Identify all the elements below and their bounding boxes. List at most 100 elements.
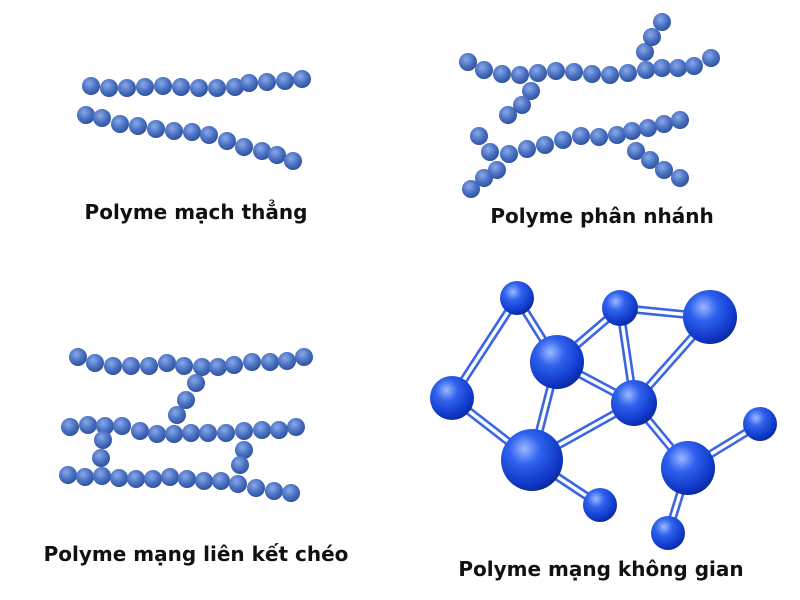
monomer-bead — [619, 64, 637, 82]
monomer-bead — [195, 472, 213, 490]
monomer-bead — [601, 66, 619, 84]
monomer-bead — [69, 348, 87, 366]
monomer-bead — [235, 138, 253, 156]
monomer-bead — [500, 145, 518, 163]
monomer-bead — [172, 78, 190, 96]
monomer-bead — [261, 353, 279, 371]
monomer-bead — [76, 468, 94, 486]
monomer-bead — [623, 122, 641, 140]
monomer-bead — [226, 78, 244, 96]
monomer-bead — [79, 416, 97, 434]
monomer-bead — [225, 356, 243, 374]
monomer-bead — [129, 117, 147, 135]
monomer-bead — [209, 358, 227, 376]
monomer-bead — [148, 425, 166, 443]
monomer-bead — [144, 470, 162, 488]
monomer-bead — [499, 106, 517, 124]
monomer-bead — [96, 417, 114, 435]
monomer-bead — [113, 417, 131, 435]
monomer-bead — [583, 65, 601, 83]
atom-sphere — [611, 380, 657, 426]
monomer-bead — [253, 142, 271, 160]
monomer-bead — [522, 82, 540, 100]
monomer-bead — [276, 72, 294, 90]
monomer-bead — [268, 146, 286, 164]
monomer-bead — [493, 65, 511, 83]
monomer-bead — [488, 161, 506, 179]
monomer-bead — [161, 468, 179, 486]
monomer-bead — [462, 180, 480, 198]
monomer-bead — [653, 13, 671, 31]
monomer-bead — [77, 106, 95, 124]
monomer-bead — [158, 354, 176, 372]
monomer-bead — [110, 469, 128, 487]
monomer-bead — [240, 74, 258, 92]
monomer-bead — [643, 28, 661, 46]
monomer-bead — [93, 467, 111, 485]
monomer-bead — [92, 449, 110, 467]
monomer-bead — [627, 142, 645, 160]
linear-polymer-chains — [77, 70, 311, 170]
monomer-bead — [147, 120, 165, 138]
monomer-bead — [608, 126, 626, 144]
branched-polymer-chains — [459, 13, 720, 198]
monomer-bead — [165, 122, 183, 140]
monomer-bead — [199, 424, 217, 442]
crosslinked-polymer-chains — [59, 348, 313, 502]
monomer-bead — [175, 357, 193, 375]
monomer-bead — [182, 424, 200, 442]
monomer-bead — [118, 79, 136, 97]
monomer-bead — [475, 61, 493, 79]
monomer-bead — [641, 151, 659, 169]
monomer-bead — [131, 422, 149, 440]
monomer-bead — [94, 431, 112, 449]
monomer-bead — [518, 140, 536, 158]
monomer-bead — [100, 79, 118, 97]
atom-sphere — [743, 407, 777, 441]
monomer-bead — [208, 79, 226, 97]
monomer-bead — [136, 78, 154, 96]
monomer-bead — [190, 79, 208, 97]
monomer-bead — [200, 126, 218, 144]
monomer-bead — [270, 421, 288, 439]
monomer-bead — [61, 418, 79, 436]
monomer-bead — [636, 43, 654, 61]
monomer-bead — [639, 119, 657, 137]
monomer-bead — [295, 348, 313, 366]
monomer-bead — [243, 353, 261, 371]
monomer-bead — [165, 425, 183, 443]
atom-sphere — [683, 290, 737, 344]
atom-sphere — [602, 290, 638, 326]
monomer-bead — [59, 466, 77, 484]
monomer-bead — [529, 64, 547, 82]
label-network-polymer: Polyme mạng không gian — [458, 557, 744, 581]
monomer-bead — [235, 422, 253, 440]
monomer-bead — [671, 111, 689, 129]
monomer-bead — [265, 482, 283, 500]
atom-sphere — [500, 281, 534, 315]
monomer-bead — [547, 62, 565, 80]
label-linear-polymer: Polyme mạch thẳng — [84, 200, 308, 224]
monomer-bead — [481, 143, 499, 161]
monomer-bead — [513, 96, 531, 114]
monomer-bead — [284, 152, 302, 170]
monomer-bead — [217, 424, 235, 442]
monomer-bead — [590, 128, 608, 146]
monomer-bead — [178, 470, 196, 488]
monomer-bead — [554, 131, 572, 149]
monomer-bead — [565, 63, 583, 81]
monomer-bead — [258, 73, 276, 91]
monomer-bead — [278, 352, 296, 370]
monomer-bead — [669, 59, 687, 77]
monomer-bead — [104, 357, 122, 375]
atom-sphere — [651, 516, 685, 550]
monomer-bead — [111, 115, 129, 133]
label-crosslinked-polymer: Polyme mạng liên kết chéo — [43, 542, 349, 566]
monomer-bead — [218, 132, 236, 150]
monomer-bead — [127, 470, 145, 488]
monomer-bead — [287, 418, 305, 436]
monomer-bead — [140, 357, 158, 375]
monomer-bead — [122, 357, 140, 375]
atom-sphere — [501, 429, 563, 491]
